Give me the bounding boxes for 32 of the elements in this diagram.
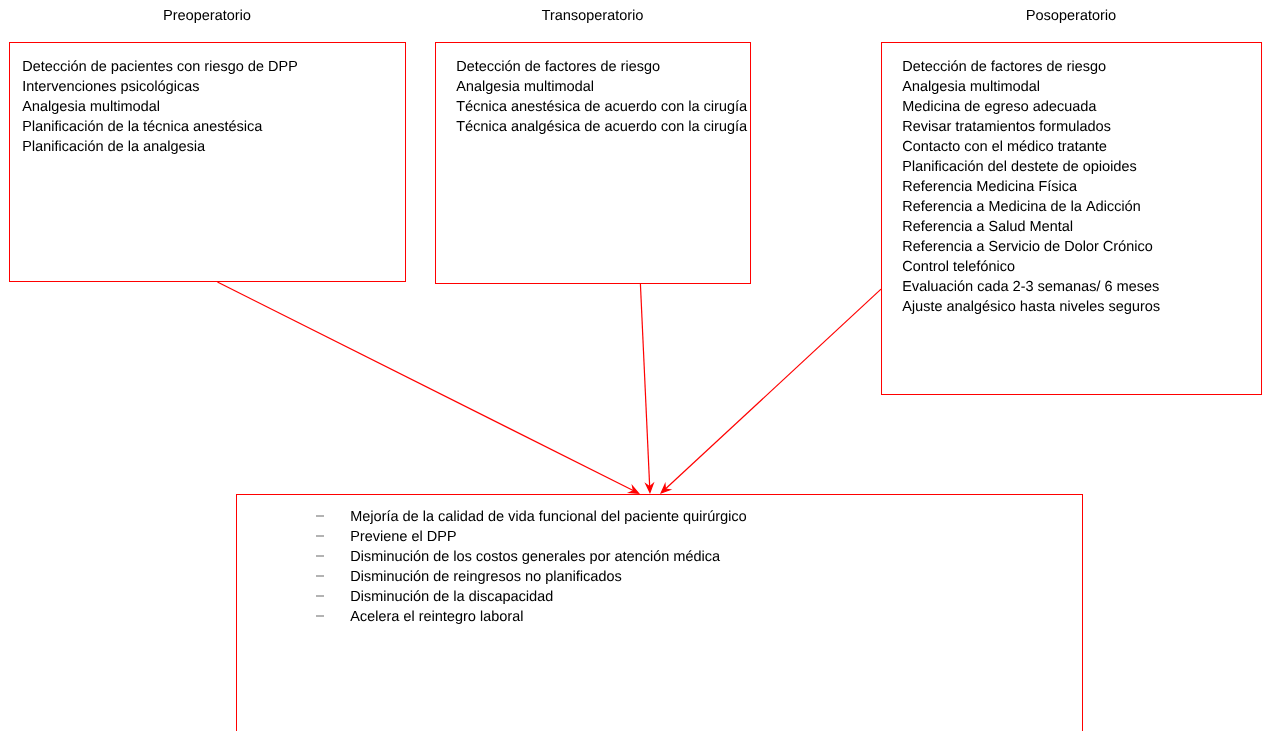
node-label: Medicina de egreso adecuada <box>903 100 1097 115</box>
node-label: Planificación de la analgesia <box>23 140 206 155</box>
node-label: Planificación de la técnica anestésica <box>23 120 263 132</box>
node-label: Técnica anestésica de acuerdo con la cirugía <box>456 100 748 115</box>
node-label: Intervenciones psicológicas <box>23 80 199 95</box>
node-label: Ajuste analgésico hasta niveles seguros <box>902 300 1160 315</box>
arrow <box>639 283 655 494</box>
node-label: Técnica analgésica de acuerdo con la cirugía <box>456 120 748 135</box>
process-box: Detección de pacientes con riesgo de DPP Intervenciones psicológicas Analgesia multimodal Planificación de la técnica anestésica Planificación de la analgesia <box>9 42 406 282</box>
node-label: Detección de factores de riesgo <box>903 60 1106 75</box>
arrow <box>660 288 882 494</box>
node-label: Referencia a Salud Mental <box>903 220 1073 232</box>
heading: Preoperatorio <box>164 9 251 23</box>
node-label: Detección de factores de riesgo <box>457 60 660 75</box>
node-label: Contacto con el médico tratante <box>902 140 1107 152</box>
outcome-box: Mejoría de la calidad de vida funcional del paciente quirúrgico Previene el DPP Disminución de los costos generales por atención médica Disminución de reingresos no planificados Disminución de la discapacidad Acelera el reintegro laboral <box>236 494 1083 731</box>
node-label: Referencia Medicina Física <box>903 180 1078 192</box>
node-label: Analgesia multimodal <box>902 80 1040 95</box>
node-label: Analgesia multimodal <box>456 80 594 95</box>
node-label: Analgesia multimodal <box>22 100 160 115</box>
heading: Transoperatorio <box>541 9 643 23</box>
process-box: Detección de factores de riesgo Analgesia multimodal Medicina de egreso adecuada Revisar tratamientos formulados Contacto con el médico tratante Planificación del destete de opioides Referencia Medicina Física Referencia a Medicina de la Adicción Referencia a Salud Mental Referencia a Servicio de Dolor Crónico Control telefónico Evaluación cada 2-3 semanas/ 6 meses Ajuste analgésico hasta niveles seguros <box>881 42 1262 395</box>
node-label: Control telefónico <box>902 260 1015 272</box>
node-label: Referencia a Medicina de la Adicción <box>903 200 1140 212</box>
arrow <box>216 281 640 494</box>
node-label: Evaluación cada 2-3 semanas/ 6 meses <box>903 280 1159 292</box>
heading: Posoperatorio <box>1027 9 1116 23</box>
node-label: Planificación del destete de opioides <box>903 160 1137 175</box>
node-label: Referencia a Servicio de Dolor Crónico <box>903 240 1153 252</box>
node-label: Detección de pacientes con riesgo de DPP <box>23 60 298 75</box>
process-box: Detección de factores de riesgo Analgesia multimodal Técnica anestésica de acuerdo con la cirugía Técnica analgésica de acuerdo con la cirugía <box>435 42 751 284</box>
node-label: Revisar tratamientos formulados <box>903 120 1111 132</box>
